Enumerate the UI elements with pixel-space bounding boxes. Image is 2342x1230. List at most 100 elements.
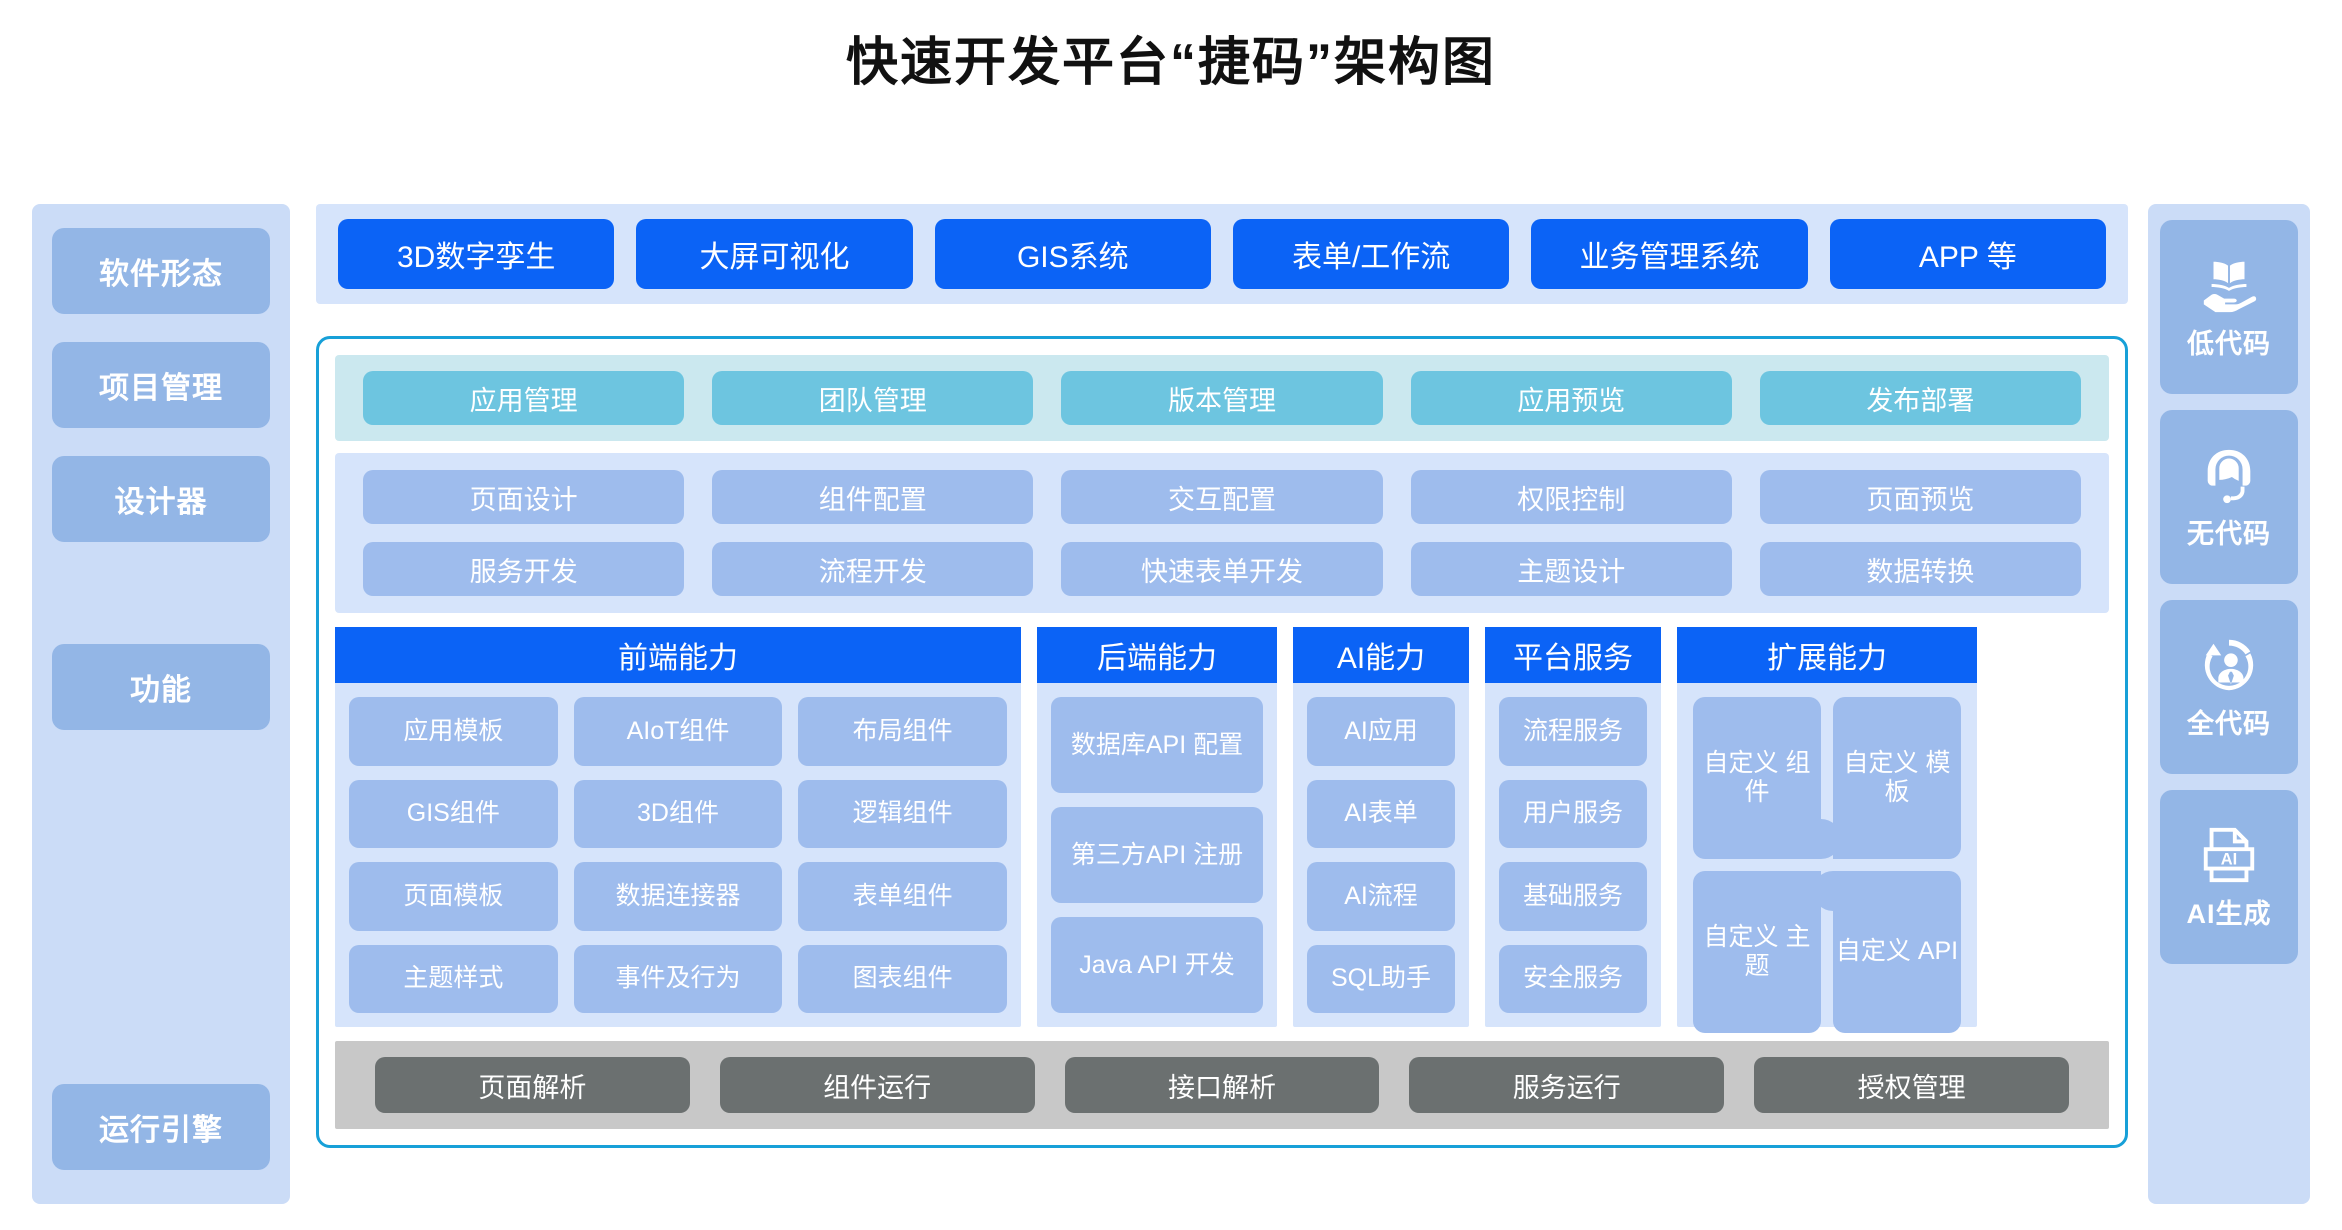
project-management-chip[interactable]: 版本管理 <box>1061 371 1383 425</box>
chip-label: 表单/工作流 <box>1291 241 1451 274</box>
designer-chip[interactable]: 组件配置 <box>712 470 1034 524</box>
frontend-chip[interactable]: 页面模板 <box>349 862 558 931</box>
designer-chip[interactable]: 服务开发 <box>363 542 685 596</box>
designer-chip[interactable]: 流程开发 <box>712 542 1034 596</box>
chip-label: AI流程 <box>1344 881 1418 910</box>
runtime-chip[interactable]: 接口解析 <box>1064 1057 1380 1113</box>
designer-chip[interactable]: 页面设计 <box>363 470 685 524</box>
left-rail-label: 软件形态 <box>99 258 223 291</box>
frontend-chip[interactable]: 应用模板 <box>349 697 558 766</box>
frontend-chip[interactable]: 图表组件 <box>798 944 1007 1013</box>
designer-chip[interactable]: 权限控制 <box>1410 470 1732 524</box>
software-form-chip[interactable]: APP 等 <box>1829 219 2106 289</box>
frontend-chip[interactable]: 逻辑组件 <box>798 779 1007 848</box>
project-management-chip[interactable]: 应用预览 <box>1410 371 1732 425</box>
runtime-chip[interactable]: 组件运行 <box>719 1057 1035 1113</box>
chip-label: 组件运行 <box>823 1072 932 1103</box>
ai-stack: AI应用 AI表单 AI流程 SQL助手 <box>1307 697 1455 1013</box>
designer-chip[interactable]: 数据转换 <box>1759 542 2082 596</box>
left-rail-item-function[interactable]: 功能 <box>52 644 270 730</box>
backend-stack: 数据库API 配置 第三方API 注册 Java API 开发 <box>1051 697 1263 1013</box>
extension-piece-custom-theme[interactable]: 自定义 主题 <box>1693 871 1821 1033</box>
software-form-chip[interactable]: 3D数字孪生 <box>338 219 615 289</box>
frontend-chip[interactable]: 表单组件 <box>798 862 1007 931</box>
left-rail-item-runtime-engine[interactable]: 运行引擎 <box>52 1084 270 1170</box>
platform-chip[interactable]: 用户服务 <box>1499 779 1647 848</box>
left-rail-item-designer[interactable]: 设计器 <box>52 456 270 542</box>
platform-chip[interactable]: 流程服务 <box>1499 697 1647 766</box>
chip-label: 应用预览 <box>1517 385 1626 416</box>
platform-chip[interactable]: 安全服务 <box>1499 944 1647 1013</box>
frontend-chip[interactable]: GIS组件 <box>349 779 558 848</box>
frontend-chip[interactable]: AIoT组件 <box>573 697 783 766</box>
designer-chip[interactable]: 交互配置 <box>1061 470 1383 524</box>
column-body: 流程服务 用户服务 基础服务 安全服务 <box>1485 683 1661 1027</box>
platform-stack: 流程服务 用户服务 基础服务 安全服务 <box>1499 697 1647 1013</box>
designer-chip[interactable]: 主题设计 <box>1410 542 1732 596</box>
chip-label: 3D组件 <box>637 799 719 828</box>
ai-chip[interactable]: SQL助手 <box>1307 944 1455 1013</box>
project-management-chip[interactable]: 团队管理 <box>712 371 1034 425</box>
chip-label: 页面模板 <box>403 881 504 910</box>
designer-chip[interactable]: 快速表单开发 <box>1061 542 1383 596</box>
ai-document-icon: AI <box>2203 827 2255 882</box>
right-rail-item-low-code[interactable]: 低代码 <box>2160 220 2298 394</box>
chip-label: 版本管理 <box>1168 385 1276 416</box>
software-form-chip[interactable]: 表单/工作流 <box>1232 219 1510 289</box>
designer-row: 服务开发 流程开发 快速表单开发 主题设计 数据转换 <box>363 542 2082 596</box>
chip-label: 3D数字孪生 <box>396 241 556 274</box>
headset-support-icon <box>2207 449 2251 503</box>
right-rail-item-full-code[interactable]: 全代码 <box>2160 600 2298 774</box>
runtime-chip[interactable]: 服务运行 <box>1409 1057 1725 1113</box>
chip-label: 表单组件 <box>852 881 953 910</box>
designer-band: 页面设计 组件配置 交互配置 权限控制 页面预览 服务开发 流程开发 快速表单开… <box>335 453 2109 613</box>
ai-chip[interactable]: AI应用 <box>1307 697 1455 766</box>
runtime-chip[interactable]: 页面解析 <box>375 1057 690 1113</box>
backend-chip[interactable]: 第三方API 注册 <box>1051 807 1263 903</box>
ai-chip[interactable]: AI表单 <box>1307 779 1455 848</box>
chip-label: 授权管理 <box>1857 1072 1966 1103</box>
software-form-chip[interactable]: GIS系统 <box>934 219 1211 289</box>
chip-label: 接口解析 <box>1167 1072 1276 1103</box>
chip-label: 页面解析 <box>478 1072 587 1103</box>
chip-label: 第三方API 注册 <box>1070 840 1244 869</box>
frontend-chip[interactable]: 布局组件 <box>798 697 1007 766</box>
software-form-chip[interactable]: 大屏可视化 <box>636 219 913 289</box>
chip-label: 快速表单开发 <box>1141 556 1303 587</box>
right-rail-item-no-code[interactable]: 无代码 <box>2160 410 2298 584</box>
software-form-band: 3D数字孪生 大屏可视化 GIS系统 表单/工作流 业务管理系统 APP 等 <box>316 204 2128 304</box>
chip-label: AI应用 <box>1344 716 1418 745</box>
backend-chip[interactable]: 数据库API 配置 <box>1051 697 1263 793</box>
runtime-chip[interactable]: 授权管理 <box>1754 1057 2069 1113</box>
frontend-chip[interactable]: 主题样式 <box>349 944 558 1013</box>
project-management-chip[interactable]: 发布部署 <box>1759 371 2082 425</box>
column-header-backend: 后端能力 <box>1037 627 1277 683</box>
runtime-engine-band: 页面解析 组件运行 接口解析 服务运行 授权管理 <box>335 1041 2109 1129</box>
chip-label: 数据连接器 <box>615 881 741 910</box>
frontend-chip[interactable]: 3D组件 <box>573 779 783 848</box>
ai-chip[interactable]: AI流程 <box>1307 862 1455 931</box>
extension-piece-custom-api[interactable]: 自定义 API <box>1833 871 1961 1033</box>
right-rail-item-ai-generate[interactable]: AI AI生成 <box>2160 790 2298 964</box>
chip-label: APP 等 <box>1918 241 2017 274</box>
frontend-chip[interactable]: 数据连接器 <box>573 862 783 931</box>
software-form-chip[interactable]: 业务管理系统 <box>1531 219 1808 289</box>
left-rail-item-software-form[interactable]: 软件形态 <box>52 228 270 314</box>
chip-label: 业务管理系统 <box>1579 241 1760 274</box>
chip-label: 团队管理 <box>818 385 927 416</box>
chip-label: 组件配置 <box>818 484 927 515</box>
designer-row: 页面设计 组件配置 交互配置 权限控制 页面预览 <box>363 470 2082 524</box>
frontend-chip[interactable]: 事件及行为 <box>573 944 783 1013</box>
function-column-backend: 后端能力 数据库API 配置 第三方API 注册 Java API 开发 <box>1037 627 1277 1027</box>
extension-piece-custom-template[interactable]: 自定义 模板 <box>1833 697 1961 859</box>
chip-label: 页面设计 <box>469 484 578 515</box>
project-management-chip[interactable]: 应用管理 <box>363 371 685 425</box>
extension-piece-custom-component[interactable]: 自定义 组件 <box>1693 697 1821 859</box>
designer-chip[interactable]: 页面预览 <box>1759 470 2082 524</box>
backend-chip[interactable]: Java API 开发 <box>1051 917 1263 1013</box>
platform-chip[interactable]: 基础服务 <box>1499 862 1647 931</box>
left-rail-item-project-management[interactable]: 项目管理 <box>52 342 270 428</box>
left-rail-label: 设计器 <box>114 486 208 519</box>
chip-label: GIS系统 <box>1016 241 1129 274</box>
